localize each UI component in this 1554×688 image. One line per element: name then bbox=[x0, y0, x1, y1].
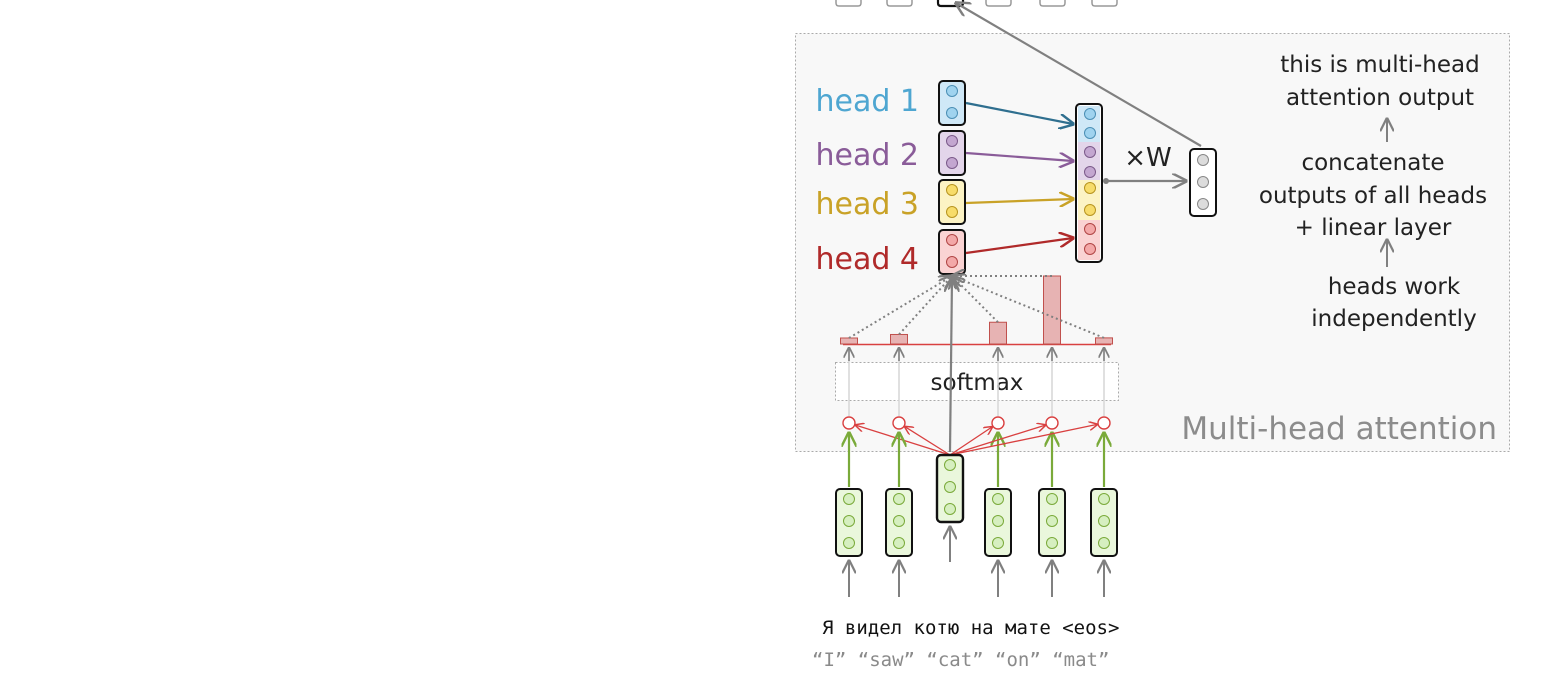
weighted-sum-line-5 bbox=[952, 276, 1105, 339]
head-4-arrow bbox=[965, 238, 1073, 255]
linear-label: ×W bbox=[1124, 143, 1172, 173]
concat-vector bbox=[1075, 103, 1103, 263]
output-vector bbox=[1189, 148, 1217, 217]
head-labels: head 1 head 2 head 3 head 4 bbox=[815, 84, 919, 277]
weighted-sum-line-3 bbox=[952, 276, 999, 323]
weight-bar-4 bbox=[1043, 275, 1061, 345]
head-3-vector bbox=[938, 179, 966, 225]
head-vectors bbox=[938, 80, 966, 275]
weight-bar-2 bbox=[890, 333, 908, 345]
english-glosses: “I” “saw” “cat” “on” “mat” bbox=[812, 649, 1109, 671]
query-arrow-4 bbox=[949, 425, 1045, 456]
note-concat-line-1: concatenate bbox=[1301, 150, 1444, 176]
weighted-sum-line-1 bbox=[848, 276, 952, 339]
input-vector-2 bbox=[885, 488, 913, 557]
head-3-arrow bbox=[965, 199, 1073, 203]
weight-bar-1 bbox=[840, 337, 858, 345]
score-node-5 bbox=[1097, 416, 1111, 430]
note-output-line-1: this is multi-head bbox=[1280, 52, 1479, 78]
head-4-vector bbox=[938, 229, 966, 275]
softmax-label: softmax bbox=[931, 370, 1024, 396]
head-2-label: head 2 bbox=[815, 138, 919, 173]
head-1-arrow bbox=[965, 101, 1073, 124]
note-concat-line-2: outputs of all heads bbox=[1259, 183, 1487, 209]
head-3-label: head 3 bbox=[815, 187, 919, 222]
score-node-4 bbox=[1045, 416, 1059, 430]
top-output-boxes bbox=[835, 0, 1118, 8]
query-arrow-5 bbox=[949, 424, 1097, 456]
input-vector-1 bbox=[835, 488, 863, 557]
score-node-1 bbox=[842, 416, 856, 430]
score-node-2 bbox=[892, 416, 906, 430]
score-node-3 bbox=[991, 416, 1005, 430]
panel-title: Multi-head attention bbox=[1181, 411, 1497, 447]
head-2-arrow bbox=[965, 151, 1073, 161]
head-2-vector bbox=[938, 130, 966, 176]
input-tokens bbox=[835, 453, 1118, 597]
note-concat-line-3: + linear layer bbox=[1295, 215, 1452, 241]
note-independent-line-1: heads work bbox=[1328, 274, 1461, 300]
head-to-concat-arrows bbox=[965, 101, 1073, 255]
weight-bar-5 bbox=[1095, 337, 1113, 345]
query-vector bbox=[935, 453, 965, 524]
note-independent-line-2: independently bbox=[1311, 306, 1476, 332]
query-to-head-arrow bbox=[950, 278, 952, 453]
query-arrow-2 bbox=[905, 427, 951, 456]
attention-weights bbox=[840, 275, 1113, 487]
notes: this is multi-head attention output conc… bbox=[1259, 52, 1487, 332]
input-vector-4 bbox=[1038, 488, 1066, 557]
russian-sentence: Я видел котю на мате <eos> bbox=[822, 617, 1119, 639]
query-arrow-3 bbox=[949, 427, 992, 456]
softmax-box bbox=[835, 362, 1119, 401]
weight-bar-3 bbox=[989, 321, 1007, 345]
input-vector-5 bbox=[1090, 488, 1118, 557]
head-4-label: head 4 bbox=[815, 242, 919, 277]
input-vector-3 bbox=[984, 488, 1012, 557]
note-output-line-2: attention output bbox=[1286, 85, 1474, 111]
weighted-sum-line-2 bbox=[898, 276, 952, 336]
output-arrow bbox=[956, 3, 1202, 147]
head-1-label: head 1 bbox=[815, 84, 919, 119]
head-1-vector bbox=[938, 80, 966, 126]
